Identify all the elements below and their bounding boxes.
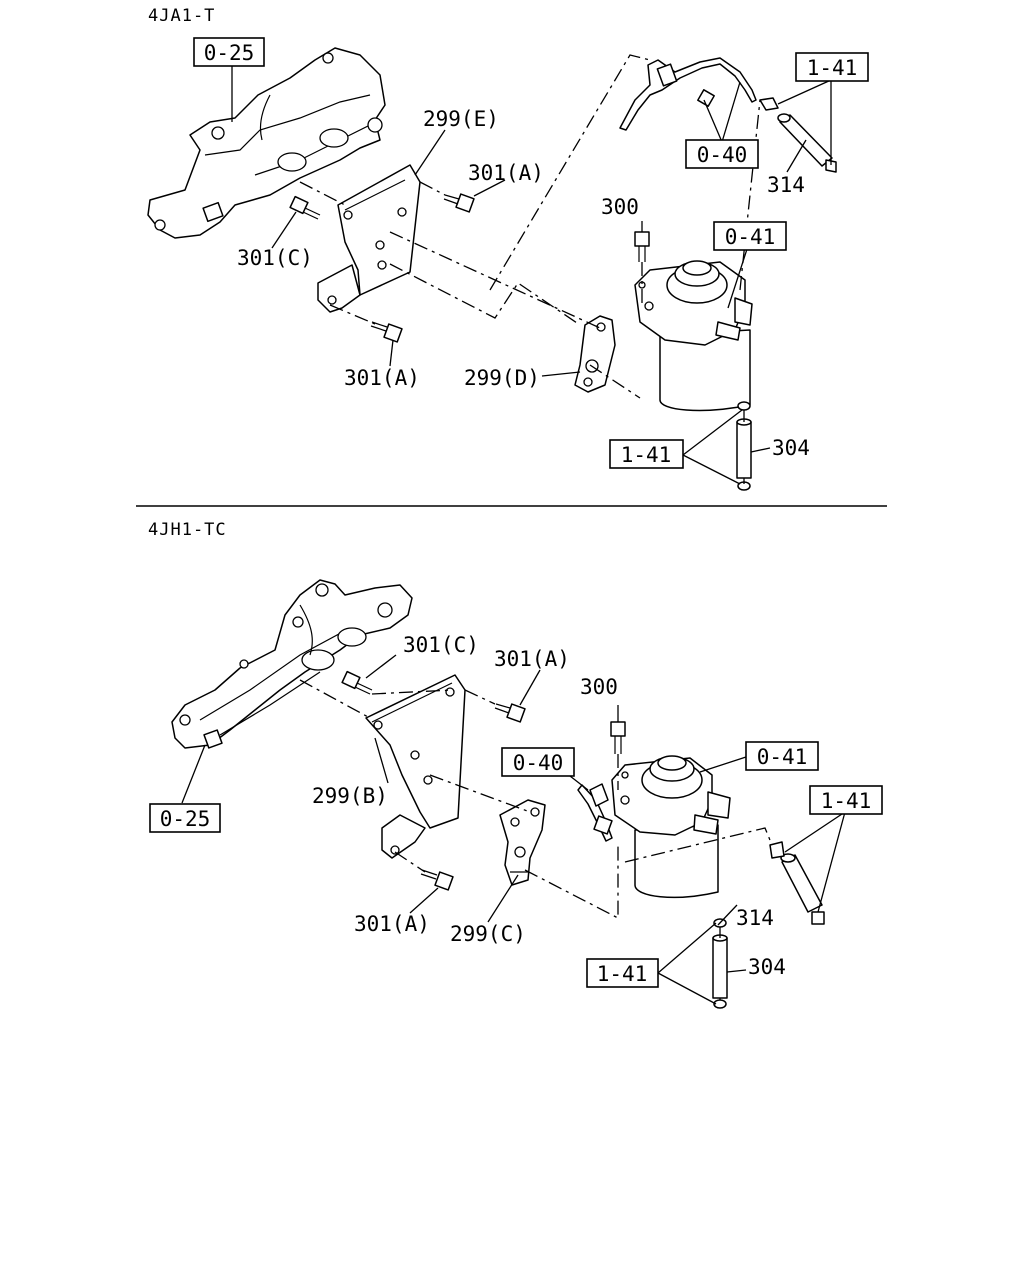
- hose-314: [769, 841, 825, 925]
- assembly-line: [464, 689, 496, 705]
- exhaust-manifold: [171, 579, 413, 749]
- assembly-line: [329, 304, 376, 325]
- fuel-pipe: [619, 57, 757, 131]
- assembly-line: [299, 181, 346, 206]
- callout-299d: 299(D): [464, 366, 540, 390]
- assembly-line: [589, 364, 641, 399]
- callout-301c: 301(C): [237, 246, 313, 270]
- callout-301a: 301(A): [344, 366, 420, 390]
- callout-299e: 299(E): [423, 107, 499, 131]
- bolt-301a-bottom: [420, 869, 454, 891]
- callout-0-41: 0-41: [757, 745, 808, 769]
- assembly-line: [489, 54, 651, 291]
- callout-314: 314: [767, 173, 805, 197]
- fuel-pipe: [577, 783, 613, 842]
- callout-301c: 301(C): [403, 633, 479, 657]
- callout-0-40: 0-40: [513, 751, 564, 775]
- assembly-line: [419, 181, 446, 196]
- assembly-line: [429, 774, 531, 813]
- bracket-299c: [499, 799, 546, 886]
- assembly-line: [624, 827, 773, 863]
- bolt-301a-top: [494, 703, 526, 723]
- callout-300: 300: [580, 675, 618, 699]
- section-4jh1-tc: 4JH1-TC: [148, 520, 883, 1009]
- bracket-299b: [365, 674, 466, 859]
- callout-304: 304: [748, 955, 786, 979]
- bracket-299d: [574, 315, 616, 393]
- bolt-301c: [341, 670, 373, 695]
- callout-301a: 301(A): [468, 161, 544, 185]
- fuel-filter: [611, 755, 731, 899]
- assembly-line: [524, 842, 619, 920]
- callout-1-41: 1-41: [807, 56, 858, 80]
- assembly-line: [389, 263, 581, 326]
- callout-314: 314: [736, 906, 774, 930]
- callout-301a: 301(A): [494, 647, 570, 671]
- callout-1-41: 1-41: [597, 962, 648, 986]
- section-4ja1-t: 4JA1-T: [147, 6, 869, 491]
- bolt-301a-top: [443, 193, 475, 213]
- bolt-300: [634, 231, 650, 262]
- hose-314: [759, 97, 837, 173]
- section-header: 4JH1-TC: [148, 520, 227, 540]
- callout-301a: 301(A): [354, 912, 430, 936]
- assembly-line: [389, 231, 601, 329]
- callout-0-25: 0-25: [204, 41, 255, 65]
- callout-0-41: 0-41: [725, 225, 776, 249]
- callout-299c: 299(C): [450, 922, 526, 946]
- callout-1-41: 1-41: [821, 789, 872, 813]
- exhaust-manifold: [147, 47, 386, 239]
- callout-300: 300: [601, 195, 639, 219]
- section-header: 4JA1-T: [148, 6, 215, 26]
- assembly-line: [299, 679, 371, 719]
- fuel-filter: [634, 260, 753, 412]
- assembly-line: [739, 99, 761, 291]
- callout-299b: 299(B): [312, 784, 388, 808]
- bolt-301c: [289, 195, 321, 220]
- callout-0-25: 0-25: [160, 807, 211, 831]
- bolt-301a-bottom: [370, 321, 403, 343]
- assembly-line: [371, 689, 453, 695]
- callout-0-40: 0-40: [697, 143, 748, 167]
- callout-304: 304: [772, 436, 810, 460]
- bolt-300: [610, 721, 626, 754]
- bracket-299e: [317, 164, 421, 313]
- hose-304: [736, 401, 752, 491]
- callout-1-41: 1-41: [621, 443, 672, 467]
- assembly-line: [394, 851, 426, 873]
